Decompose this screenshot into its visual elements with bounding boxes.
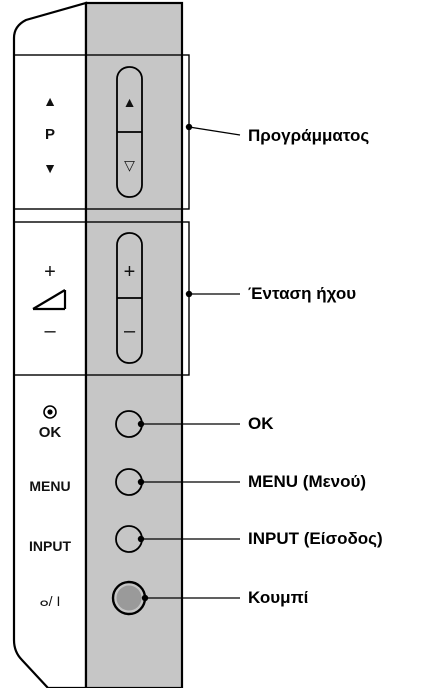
ok-dot-icon — [43, 405, 57, 419]
volume-ramp-icon — [32, 289, 67, 311]
callout-volume-leader — [185, 290, 240, 298]
callout-input-leader — [137, 535, 240, 543]
volume-rocker-minus-icon: – — [124, 320, 136, 342]
channel-rocker-up-icon: ▲ — [123, 94, 137, 110]
channel-p-label: P — [45, 126, 55, 143]
volume-rocker-plus-icon: + — [124, 261, 136, 283]
callout-input-label: INPUT (Είσοδος) — [248, 529, 383, 548]
callout-menu-leader — [137, 478, 240, 486]
ok-panel-label: OK — [39, 424, 62, 441]
input-panel-label: INPUT — [29, 538, 71, 554]
panel-body — [12, 1, 88, 688]
callout-power-label: Κουμπί — [248, 588, 309, 607]
callout-channel-label: Προγράμματος — [248, 126, 370, 145]
volume-minus-label: – — [44, 320, 56, 342]
volume-rocker-button[interactable]: + – — [116, 232, 143, 364]
power-button[interactable] — [111, 580, 147, 616]
callout-ok-leader — [137, 420, 240, 428]
callout-menu-label: MENU (Μενού) — [248, 472, 367, 491]
channel-group-box — [13, 54, 190, 210]
channel-up-label: ▲ — [43, 93, 57, 109]
power-panel-label: ⴰ/ I — [40, 593, 61, 609]
callout-power-leader — [141, 594, 240, 602]
volume-group-box — [13, 221, 190, 376]
volume-plus-label: + — [44, 261, 56, 283]
callout-channel-leader — [185, 123, 241, 136]
menu-panel-label: MENU — [29, 478, 70, 494]
channel-down-label: ▼ — [43, 160, 57, 176]
callout-volume-label: Ένταση ήχου — [248, 284, 357, 303]
channel-rocker-down-icon: ▽ — [124, 157, 135, 173]
callout-ok-label: OK — [248, 414, 274, 433]
channel-rocker-button[interactable]: ▲ ▽ — [116, 66, 143, 198]
